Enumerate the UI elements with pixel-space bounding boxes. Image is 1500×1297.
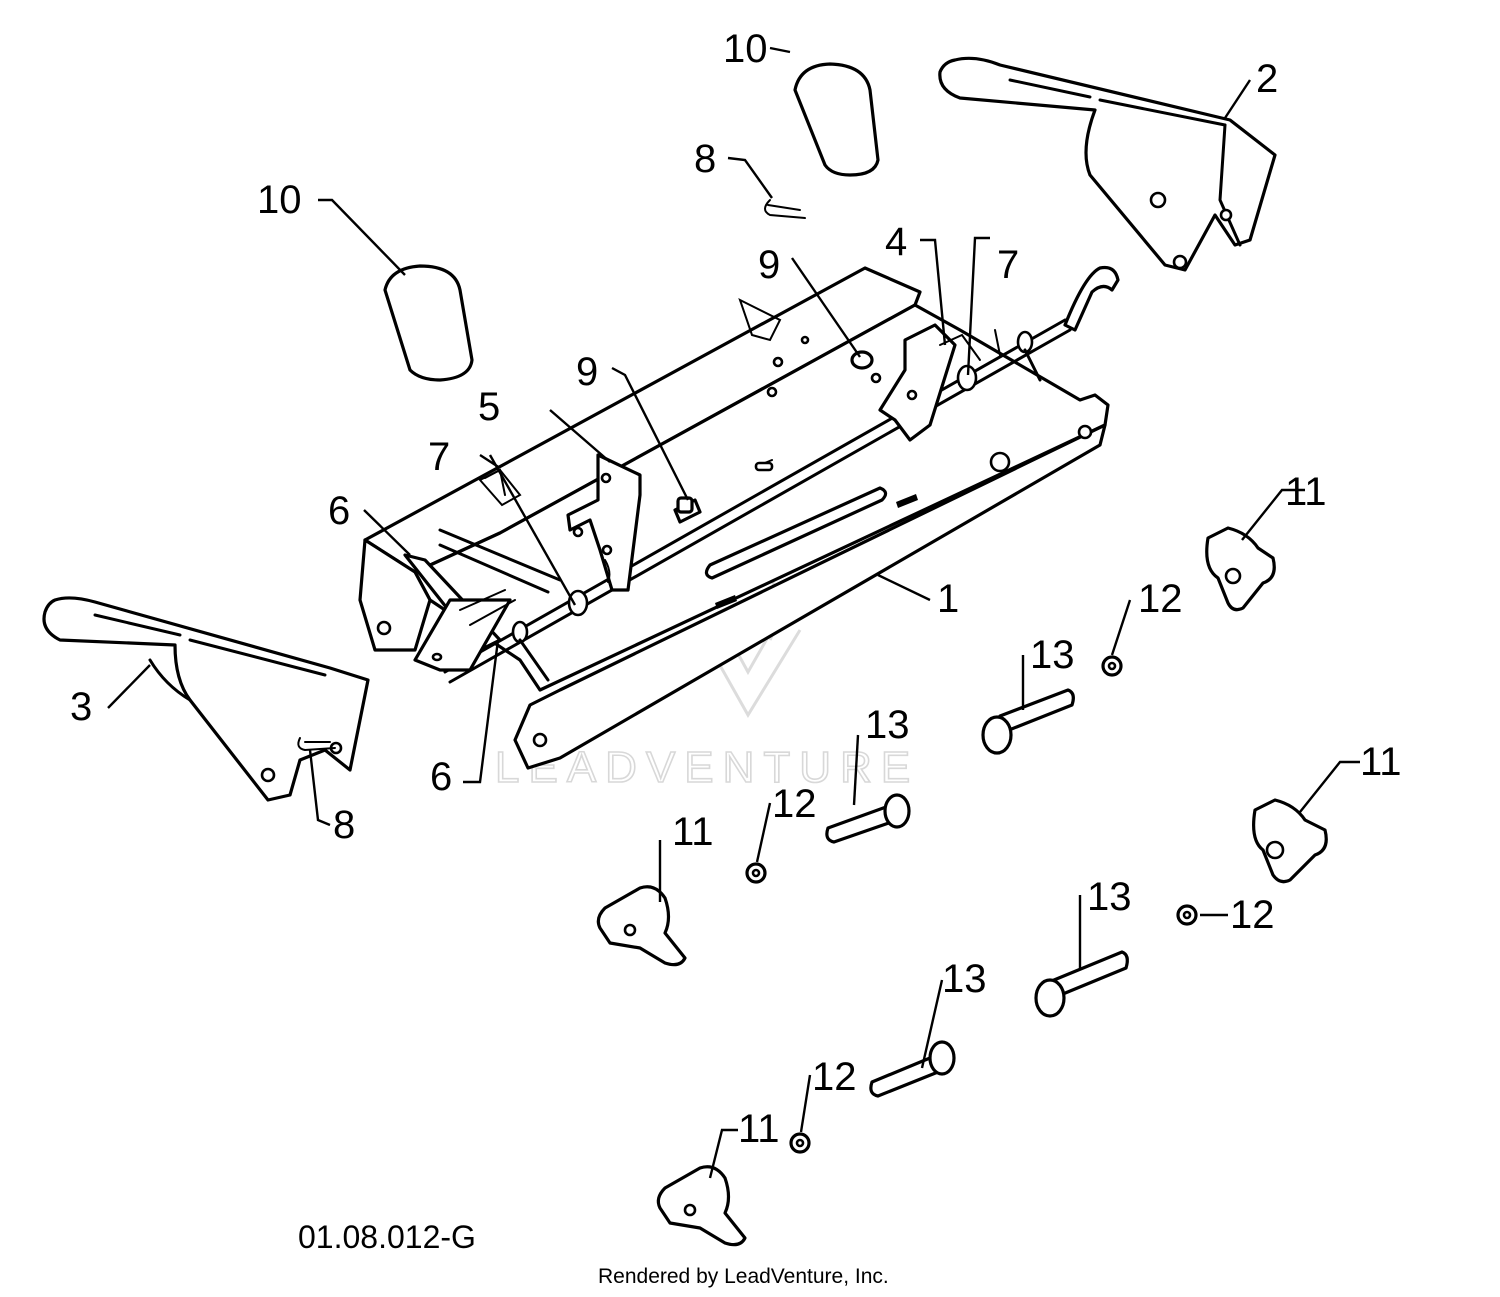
part-4-bracket xyxy=(878,323,957,442)
drawing-number: 01.08.012-G xyxy=(298,1219,476,1255)
callout-9-right: 9 xyxy=(758,243,780,287)
callout-6-lower: 6 xyxy=(430,755,452,799)
callout-9-left: 9 xyxy=(576,350,598,394)
callout-5: 5 xyxy=(478,385,500,429)
part-12-washers xyxy=(745,655,1198,1154)
callout-8-upper: 8 xyxy=(694,137,716,181)
callout-12-d: 12 xyxy=(812,1055,857,1099)
callout-11-c: 11 xyxy=(672,810,714,854)
callout-2: 2 xyxy=(1256,57,1278,101)
callout-7-right: 7 xyxy=(997,243,1019,287)
callout-10-right: 10 xyxy=(723,27,768,71)
callout-12-a: 12 xyxy=(1138,577,1183,621)
part-5-bracket xyxy=(566,453,642,592)
part-6-lever xyxy=(403,553,516,672)
callout-13-b: 13 xyxy=(865,703,910,747)
callout-11-b: 11 xyxy=(1360,740,1402,784)
callout-13-a: 13 xyxy=(1030,633,1075,677)
callout-11-a: 11 xyxy=(1285,470,1327,514)
callout-7-left: 7 xyxy=(428,435,450,479)
part-13-carriage-bolts xyxy=(825,688,1129,1098)
render-credit: Rendered by LeadVenture, Inc. xyxy=(598,1265,889,1288)
callout-12-b: 12 xyxy=(772,782,817,826)
callout-1: 1 xyxy=(937,577,959,621)
callout-11-d: 11 xyxy=(738,1107,780,1151)
part-3-left-handle xyxy=(42,596,370,802)
callout-8-lower: 8 xyxy=(333,803,355,847)
part-2-right-handle xyxy=(938,56,1277,272)
part-9-studs xyxy=(673,350,874,524)
part-7-spring-clips xyxy=(484,329,1001,583)
part-10-knobs xyxy=(383,62,880,382)
part-11-star-knobs xyxy=(596,526,1328,1247)
callouts: 1 2 3 4 5 6 6 7 7 8 8 9 9 10 10 11 11 11… xyxy=(70,27,1402,1151)
callout-leaders xyxy=(107,46,1360,1179)
callout-13-c: 13 xyxy=(1087,875,1132,919)
part-8-hairpin-clips xyxy=(297,199,806,752)
callout-4: 4 xyxy=(885,220,907,264)
part-1-frame xyxy=(358,265,1120,770)
callout-12-c: 12 xyxy=(1230,893,1275,937)
callout-13-d: 13 xyxy=(942,957,987,1001)
callout-10-left: 10 xyxy=(257,178,302,222)
callout-6-upper: 6 xyxy=(328,489,350,533)
callout-3: 3 xyxy=(70,685,92,729)
